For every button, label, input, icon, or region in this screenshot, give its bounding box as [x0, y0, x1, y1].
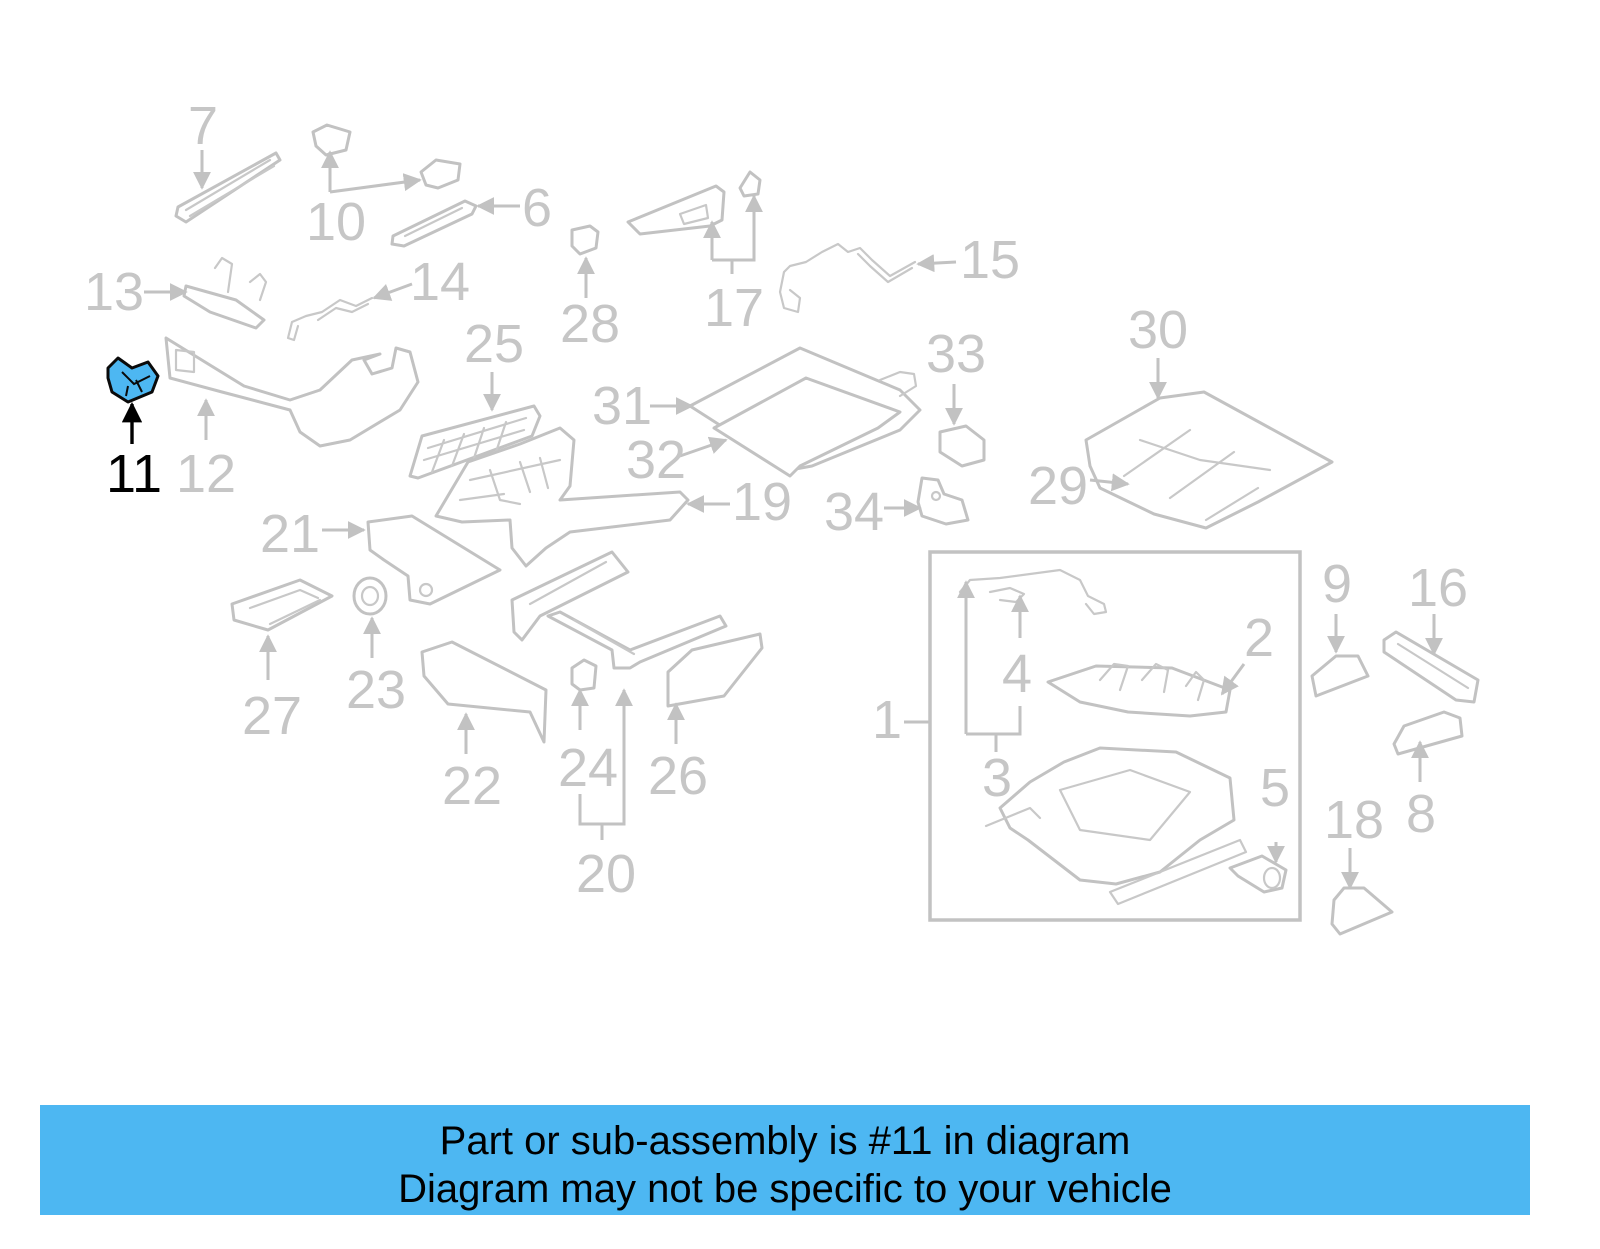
callout-25[interactable]: 25 [464, 314, 524, 374]
callout-10[interactable]: 10 [306, 192, 366, 252]
part-7-rail[interactable] [174, 151, 282, 224]
part-33-connector[interactable] [938, 424, 986, 468]
info-banner: Part or sub-assembly is #11 in diagram D… [40, 1105, 1530, 1215]
part-2-heater-mat[interactable] [1046, 662, 1232, 718]
banner-line-2: Diagram may not be specific to your vehi… [398, 1167, 1172, 1211]
part-5-motor[interactable] [1228, 854, 1288, 894]
callout-20[interactable]: 20 [576, 844, 636, 904]
callout-16[interactable]: 16 [1408, 558, 1468, 618]
callout-19[interactable]: 19 [732, 472, 792, 532]
callout-34[interactable]: 34 [824, 482, 884, 542]
callout-33[interactable]: 33 [926, 324, 986, 384]
callout-9[interactable]: 9 [1322, 554, 1352, 614]
part-32-pad[interactable] [712, 370, 918, 478]
callout-6[interactable]: 6 [522, 178, 552, 238]
callout-5[interactable]: 5 [1260, 758, 1290, 818]
callout-29[interactable]: 29 [1028, 456, 1088, 516]
part-16-switch[interactable] [1382, 630, 1480, 704]
callout-13[interactable]: 13 [84, 262, 144, 322]
callout-1[interactable]: 1 [872, 690, 902, 750]
part-30-seat-cushion[interactable] [1084, 390, 1334, 530]
callout-24[interactable]: 24 [558, 738, 618, 798]
callout-3[interactable]: 3 [982, 748, 1012, 808]
callout-32[interactable]: 32 [626, 430, 686, 490]
callout-23[interactable]: 23 [346, 660, 406, 720]
part-20-rails[interactable] [510, 550, 728, 670]
callout-28[interactable]: 28 [560, 294, 620, 354]
callout-11[interactable]: 11 [106, 444, 162, 504]
leader-lines [144, 150, 1443, 890]
banner-line-1: Part or sub-assembly is #11 in diagram [439, 1119, 1131, 1163]
part-22-tray[interactable] [420, 640, 548, 744]
part-21-cover[interactable] [366, 514, 502, 606]
part-15-cable[interactable] [778, 242, 917, 314]
part-13-bracket[interactable] [182, 256, 268, 330]
callout-12[interactable]: 12 [176, 444, 236, 504]
part-25-mesh[interactable] [408, 404, 542, 480]
callout-2[interactable]: 2 [1244, 608, 1274, 668]
part-14-wire[interactable] [286, 296, 374, 342]
part-4-harness[interactable] [958, 568, 1108, 616]
part-17-switch-panel[interactable] [626, 170, 762, 236]
callout-26[interactable]: 26 [648, 746, 708, 806]
callout-4[interactable]: 4 [1002, 644, 1032, 704]
part-18-cap[interactable] [1330, 886, 1394, 936]
callout-27[interactable]: 27 [242, 686, 302, 746]
callout-30[interactable]: 30 [1128, 300, 1188, 360]
callout-31[interactable]: 31 [592, 376, 652, 436]
part-27-tray[interactable] [230, 578, 334, 632]
part-12-trim-panel[interactable] [164, 336, 420, 448]
part-8-trim[interactable] [1392, 710, 1464, 756]
part-28-knob[interactable] [570, 224, 600, 256]
callout-22[interactable]: 22 [442, 756, 502, 816]
group-box-1 [928, 550, 1302, 922]
part-23-grommet[interactable] [352, 576, 388, 616]
callout-18[interactable]: 18 [1324, 790, 1384, 850]
part-3-seat-track[interactable] [984, 746, 1248, 906]
part-6-trim[interactable] [390, 199, 478, 248]
callout-labels: 7 10 6 28 17 15 13 14 11 12 25 31 32 33 … [84, 96, 1468, 904]
callout-7[interactable]: 7 [188, 96, 218, 156]
part-11-highlighted[interactable] [106, 356, 160, 404]
part-9-trim[interactable] [1310, 654, 1370, 698]
callout-15[interactable]: 15 [960, 230, 1020, 290]
callout-17[interactable]: 17 [704, 278, 764, 338]
callout-14[interactable]: 14 [410, 252, 470, 312]
callout-21[interactable]: 21 [260, 504, 320, 564]
part-10-clips[interactable] [311, 123, 462, 190]
part-34-bracket[interactable] [916, 476, 970, 526]
callout-8[interactable]: 8 [1406, 784, 1436, 844]
part-24-clip[interactable] [570, 658, 598, 692]
